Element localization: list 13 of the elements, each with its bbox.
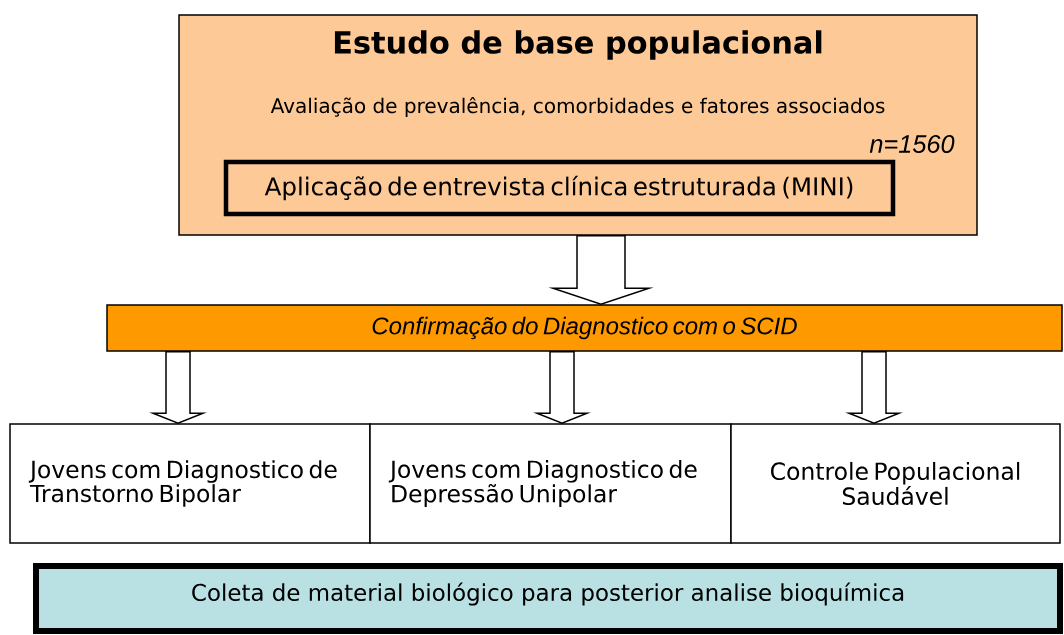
process-box: Aplicação de entrevista clínica estruturada (MINI) xyxy=(223,159,896,217)
block-arrow xyxy=(845,351,903,425)
banner-bar: Confirmação do Diagnostico com o SCID xyxy=(106,304,1063,352)
table-cell: Controle Populacional Saudável xyxy=(730,423,1061,544)
box-title: Estudo de base populacional xyxy=(334,30,822,60)
block-arrow xyxy=(548,235,654,306)
table-cell: Jovens com Diagnostico de Depressão Unipolar xyxy=(369,423,732,544)
block-arrow xyxy=(149,351,207,425)
block-arrow xyxy=(533,351,591,425)
table-cell: Jovens com Diagnostico de Transtorno Bipolar xyxy=(9,423,371,544)
result-box: Coleta de material biológico para posterior analise bioquímica xyxy=(33,563,1063,634)
subtitle: Avaliação de prevalência, comorbidades e fatores associados xyxy=(270,96,885,118)
sample-size: n=1560 xyxy=(869,135,955,153)
